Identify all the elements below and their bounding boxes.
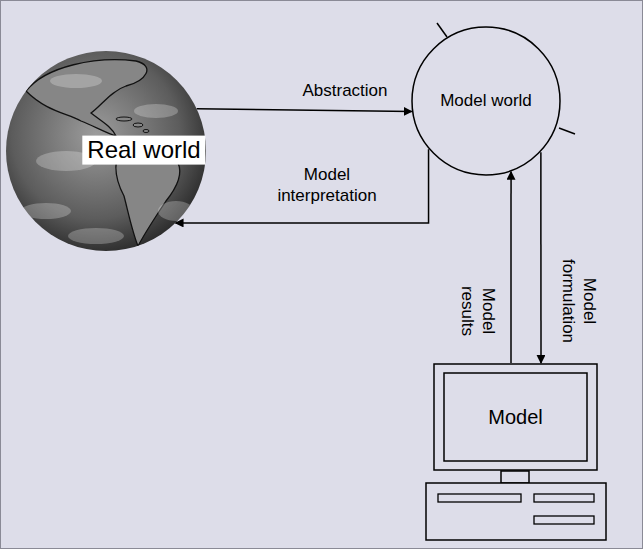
circle-tick — [437, 23, 447, 37]
island — [133, 123, 143, 127]
cloud — [158, 201, 194, 221]
model-world-circle: Model world — [411, 26, 561, 176]
monitor-stand — [501, 471, 529, 483]
globe-sphere — [6, 51, 206, 251]
text-holder: Model — [433, 363, 598, 471]
drive-slot — [534, 516, 594, 524]
edge-label: Model interpretation — [275, 164, 378, 207]
monitor-frame — [434, 364, 597, 470]
connector-arrow — [540, 152, 542, 363]
island — [116, 117, 132, 121]
edge-label: Model formulation — [558, 257, 601, 345]
globe-node: Real world — [6, 51, 206, 251]
cloud — [50, 74, 102, 88]
connector-arrow — [175, 149, 428, 223]
node-label: Real world — [82, 136, 205, 165]
island — [143, 130, 149, 133]
drive-slot — [438, 494, 521, 502]
drive-slot — [534, 494, 594, 502]
cloud — [21, 203, 71, 219]
edge-label: Abstraction — [300, 80, 389, 101]
circle-outline — [412, 27, 560, 175]
node-label: Model world — [440, 91, 532, 111]
circle-tick — [559, 128, 575, 134]
cloud — [68, 228, 124, 244]
computer-base — [426, 483, 606, 540]
cloud — [134, 104, 178, 118]
node-label: Model — [488, 405, 542, 429]
connector-arrow — [197, 109, 412, 112]
continent — [26, 60, 147, 136]
connector-arrow — [510, 172, 512, 363]
monitor-node: Model — [433, 363, 598, 471]
monitor-screen — [444, 373, 587, 461]
text-holder: Model world — [411, 26, 561, 176]
edge-label: Model results — [457, 284, 500, 338]
